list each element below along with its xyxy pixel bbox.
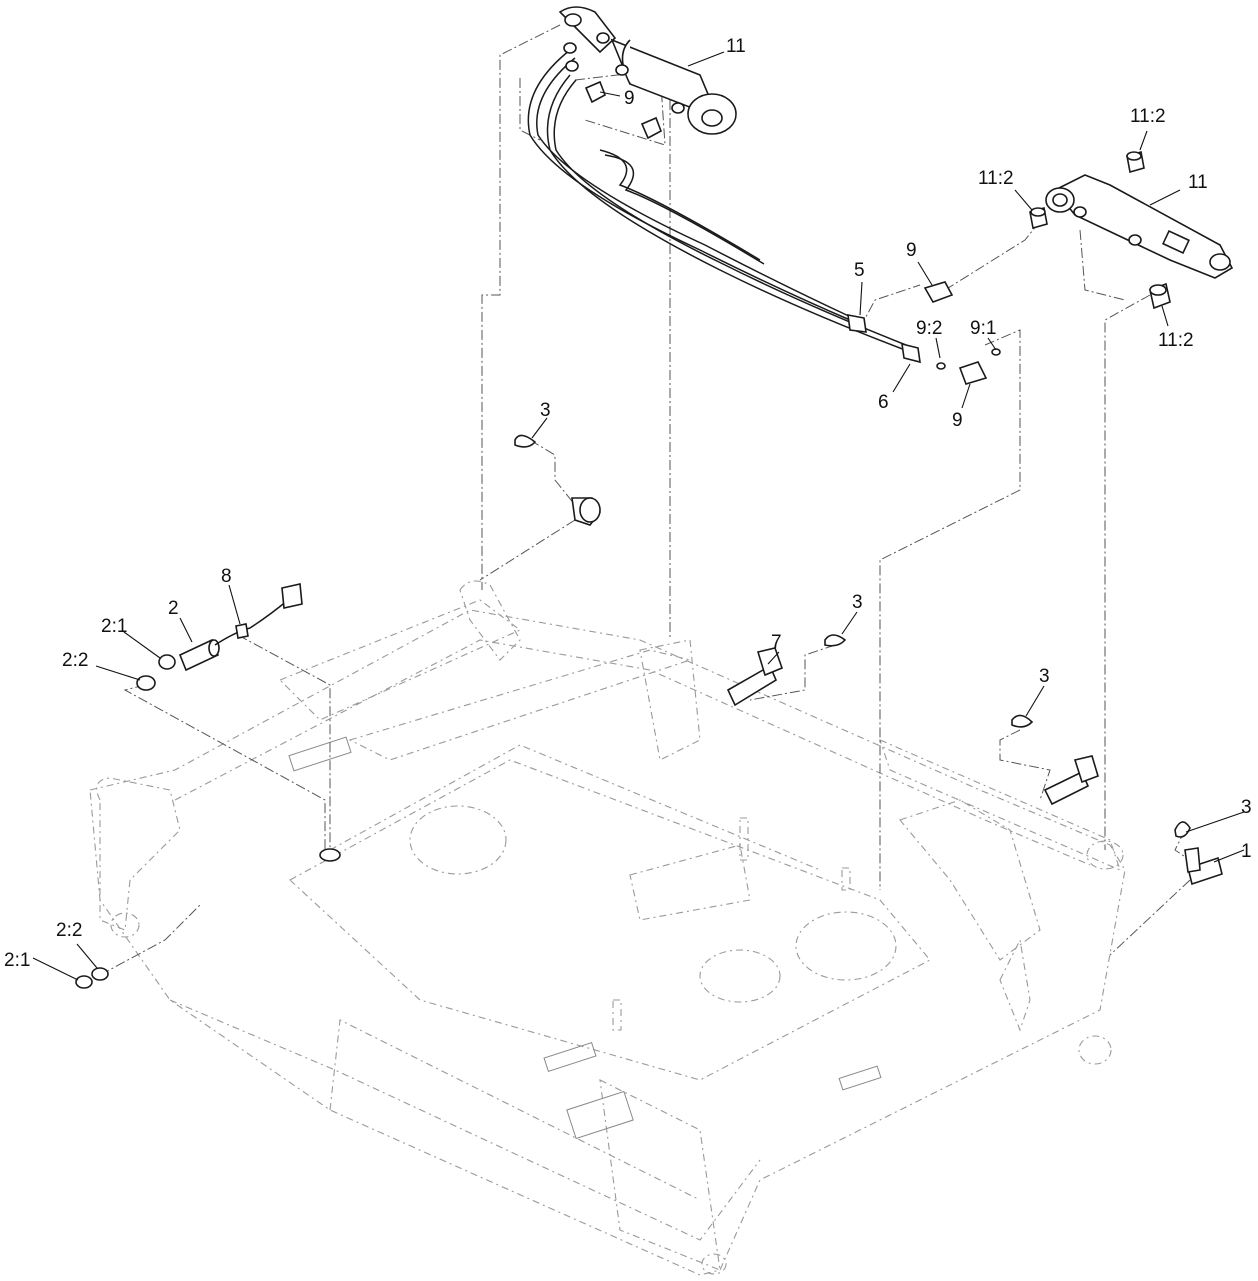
sensor-assembly-left [75, 583, 341, 989]
hydraulic-cylinder-top [558, 6, 737, 135]
callout-11-2-mid: 11:2 [978, 168, 1014, 189]
callout-2: 2 [168, 598, 179, 619]
callout-3-d: 3 [1241, 797, 1252, 818]
callout-labels: 11 9 11:2 11:2 11 9 5 9:2 9:1 11:2 6 9 3… [4, 36, 1252, 971]
callout-7: 7 [771, 632, 782, 653]
callout-1: 1 [1241, 841, 1252, 862]
callout-2-1-b: 2:1 [4, 950, 30, 971]
callout-11-2-low: 11:2 [1158, 330, 1194, 351]
callout-2-2-a: 2:2 [62, 650, 88, 671]
callout-9-mid: 9 [906, 240, 917, 261]
callout-6: 6 [878, 392, 889, 413]
pins-and-clips [514, 434, 1223, 886]
hose-end-fittings [847, 281, 1001, 385]
callout-2-1-a: 2:1 [101, 616, 127, 637]
mower-deck-frame [89, 580, 1126, 1276]
callout-3-b: 3 [852, 592, 863, 613]
callout-3-a: 3 [540, 400, 551, 421]
elbow-fittings-top [563, 42, 662, 140]
hydraulic-cylinder-right [1045, 174, 1234, 279]
callout-9-top: 9 [624, 88, 635, 109]
callout-9-1: 9:1 [970, 318, 996, 339]
callout-leaders [32, 51, 1245, 981]
callout-9-2: 9:2 [916, 318, 942, 339]
callout-11-top: 11 [726, 36, 746, 57]
assembly-hint-lines [99, 24, 1191, 976]
hydraulic-hoses [527, 49, 907, 351]
callout-5: 5 [854, 260, 865, 281]
callout-3-c: 3 [1039, 666, 1050, 687]
callout-11-right: 11 [1188, 172, 1208, 193]
callout-9-low: 9 [952, 410, 963, 431]
callout-8: 8 [221, 566, 232, 587]
callout-2-2-b: 2:2 [56, 920, 82, 941]
bushings [1029, 150, 1171, 310]
callout-11-2-top: 11:2 [1130, 106, 1166, 127]
